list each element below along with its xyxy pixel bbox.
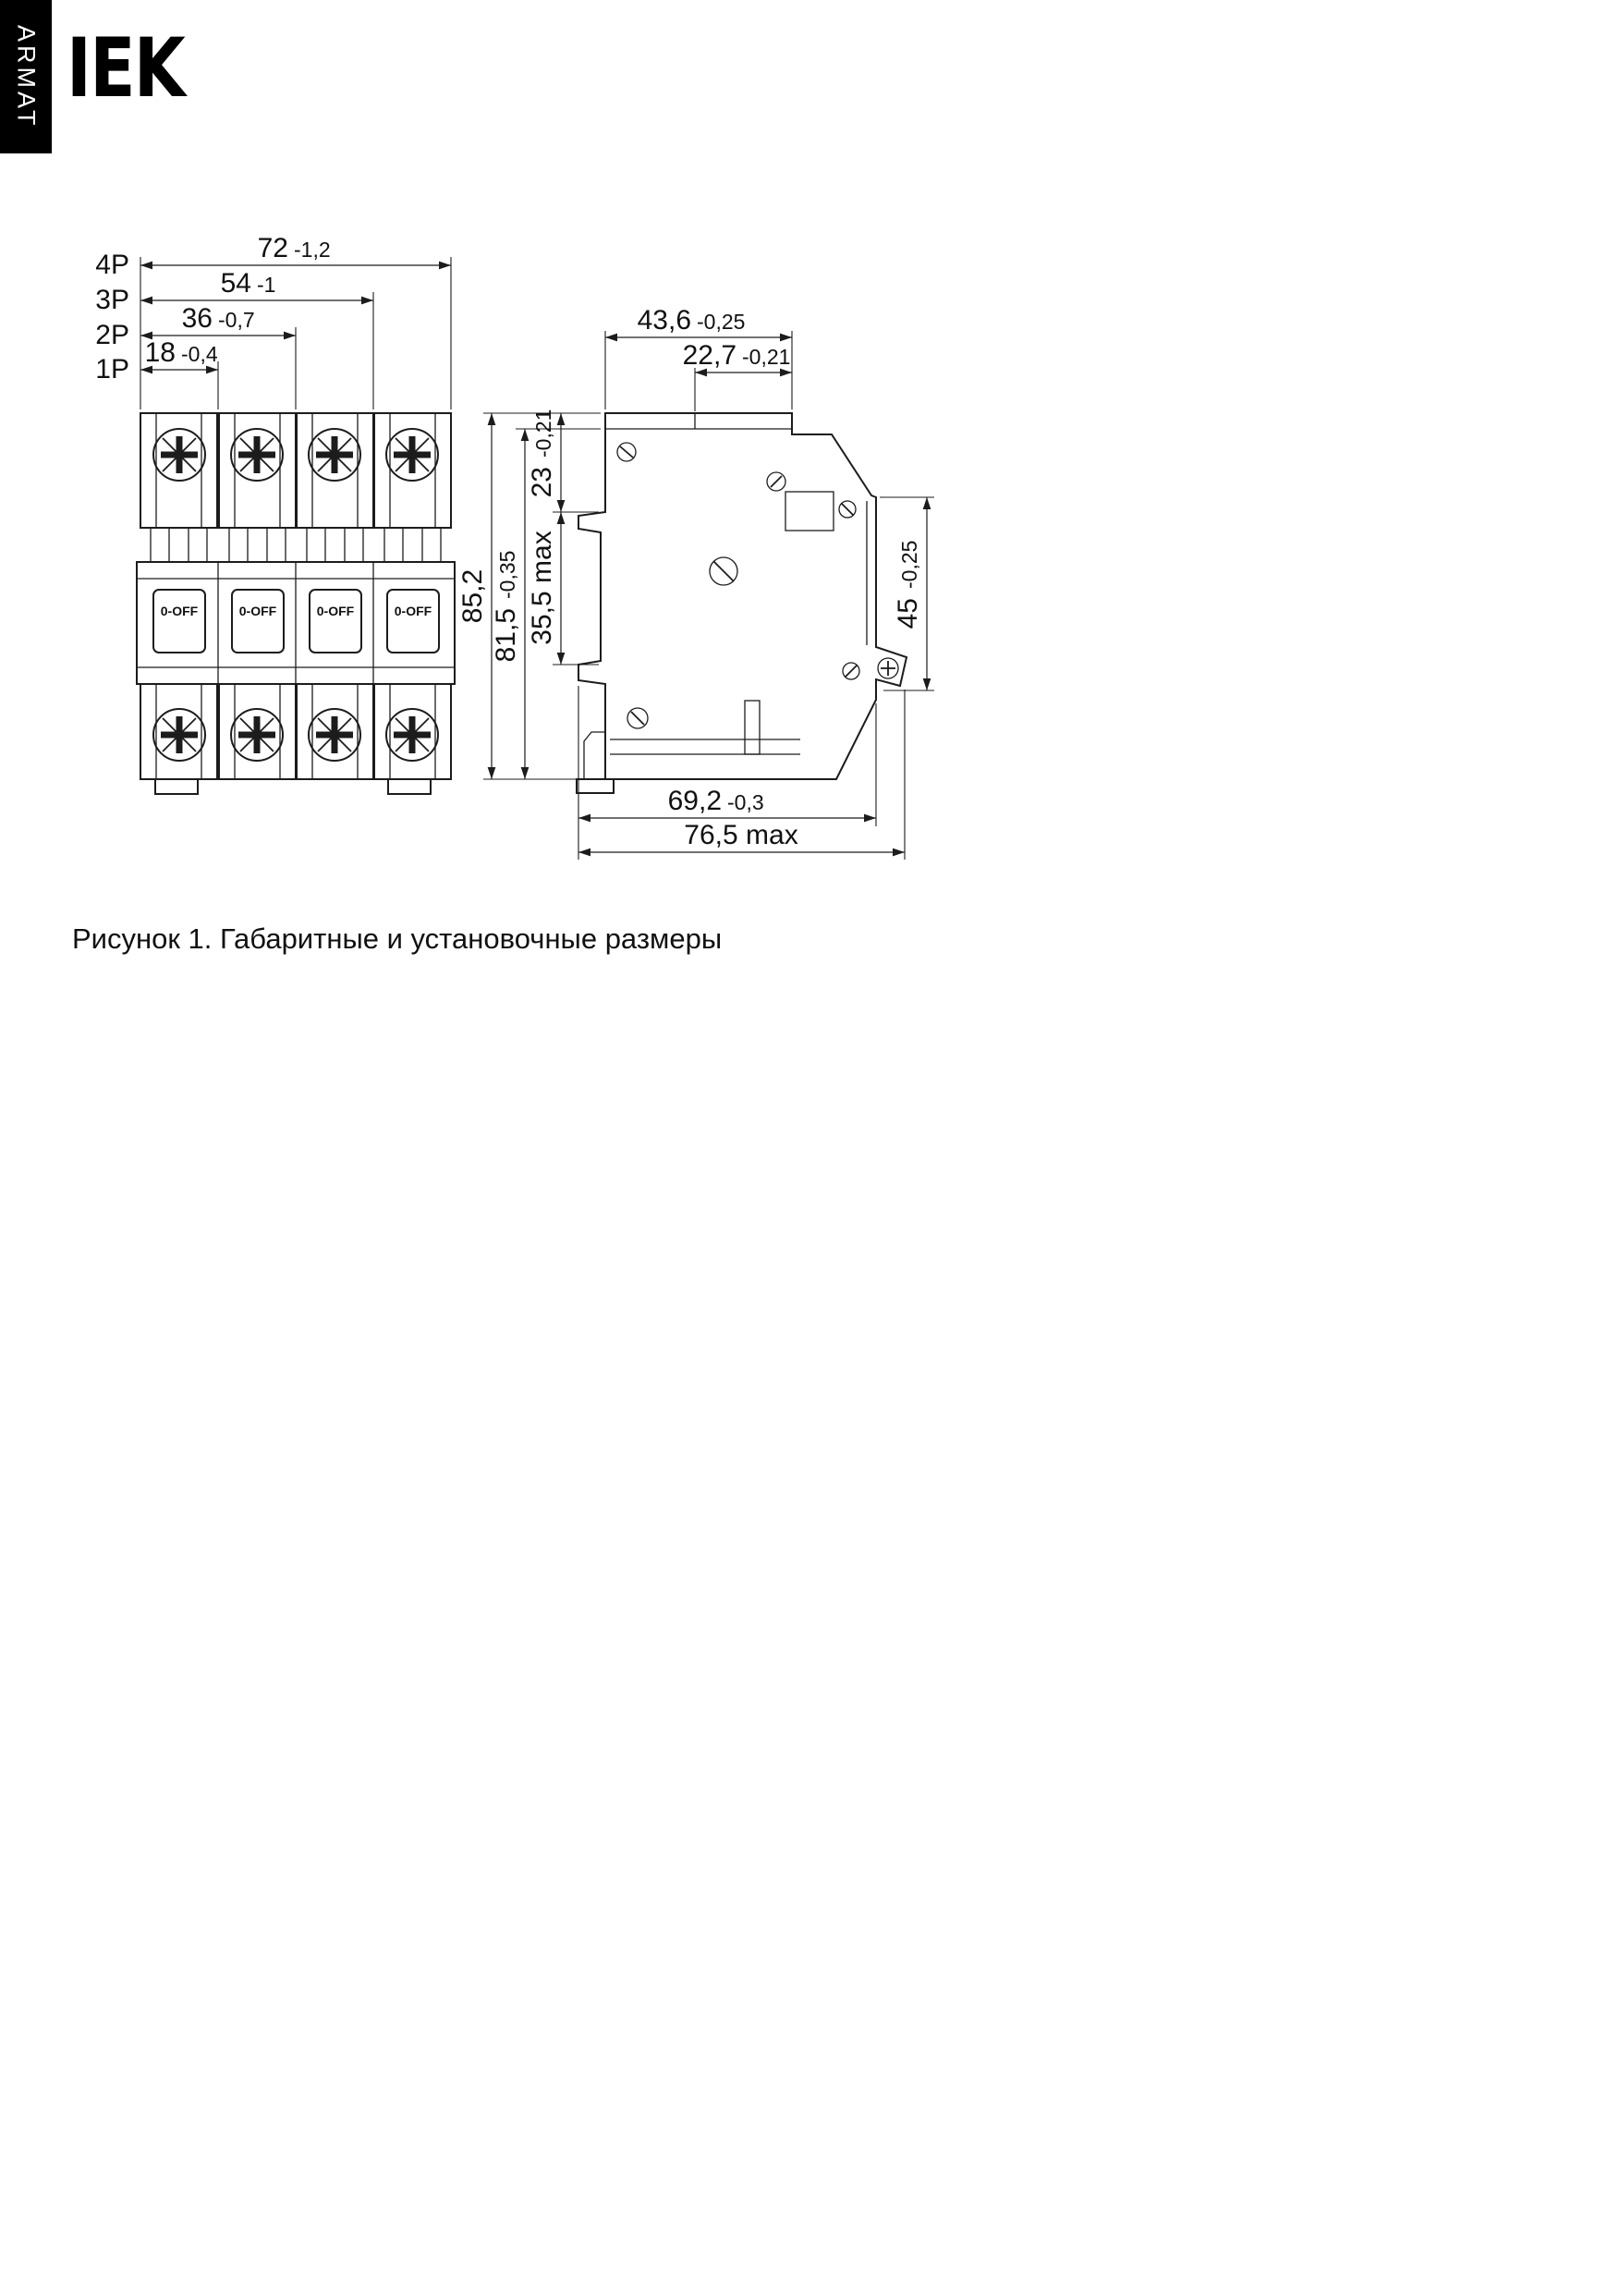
- dim-mounting-depth-tol: -0,3: [727, 790, 764, 814]
- pole-label-2p: 2P: [95, 320, 129, 350]
- pole-label-4p: 4P: [95, 250, 129, 280]
- dim-2p-tol: -0,7: [218, 308, 255, 332]
- pole-label-1p: 1P: [95, 354, 129, 385]
- toggle-label: 0-OFF: [161, 604, 199, 618]
- screw-terminal-icon: [309, 709, 360, 761]
- screw-terminal-icon: [386, 709, 438, 761]
- dim-rail-offset-value: 22,7: [683, 340, 736, 371]
- latch-screw-icon: [877, 657, 899, 679]
- dim-1p-tol: -0,4: [181, 342, 218, 366]
- svg-text:85,2: 85,2: [457, 569, 488, 623]
- dim-3p-value: 54: [221, 268, 251, 299]
- svg-text:-0,35: -0,35: [495, 551, 519, 599]
- din-clip: [583, 731, 605, 779]
- toggle-label: 0-OFF: [239, 604, 277, 618]
- dim-1p-value: 18: [145, 337, 176, 368]
- dim-4p-tol: -1,2: [294, 238, 331, 262]
- dim-3p-tol: -1: [257, 273, 275, 297]
- side-body-outline: [578, 412, 908, 780]
- dim-front-face-height: 45 -0,25: [893, 541, 923, 629]
- series-label: ARMAT: [12, 24, 41, 129]
- toggle-handle-2: 0-OFF: [231, 589, 285, 653]
- toggle-handle-1: 0-OFF: [152, 589, 206, 653]
- dim-2p-value: 36: [182, 303, 213, 334]
- dim-upper-height: 23 -0,21: [527, 409, 557, 498]
- toggle-label: 0-OFF: [317, 604, 355, 618]
- dim-body-height: 81,5 -0,35: [491, 551, 521, 663]
- svg-text:-0,25: -0,25: [897, 541, 921, 589]
- side-dimensions: 43,6 -0,25 22,7 -0,21 23 -0,21 35,5 max …: [457, 305, 934, 860]
- din-foot-left: [154, 778, 199, 795]
- dim-overall-height: 85,2: [457, 569, 488, 623]
- svg-text:45: 45: [893, 598, 923, 629]
- toggle-handle-3: 0-OFF: [309, 589, 362, 653]
- front-pole-4: [373, 412, 452, 780]
- technical-drawing: 0-OFF 0-OFF 0-OFF 0-OFF: [95, 233, 934, 860]
- dim-overall-depth-value: 76,5 max: [684, 820, 797, 850]
- dim-recess-height: 35,5 max: [527, 531, 557, 644]
- front-midband: [136, 561, 456, 685]
- screw-terminal-icon: [309, 429, 360, 481]
- iek-logo: IEK: [67, 20, 186, 116]
- side-view: 43,6 -0,25 22,7 -0,21 23 -0,21 35,5 max …: [457, 305, 934, 860]
- series-side-tab: ARMAT: [0, 0, 52, 153]
- figure-caption: Рисунок 1. Габаритные и установочные раз…: [72, 922, 723, 955]
- dim-mounting-depth-value: 69,2: [668, 786, 722, 816]
- dim-4p-value: 72: [258, 233, 288, 263]
- din-clip-foot: [576, 778, 615, 794]
- dim-rail-offset-tol: -0,21: [742, 345, 790, 369]
- toggle-label: 0-OFF: [395, 604, 432, 618]
- side-internal-details: [576, 413, 899, 794]
- svg-text:81,5: 81,5: [491, 608, 521, 662]
- svg-text:23: 23: [527, 467, 557, 497]
- front-dimensions: 4P 72 -1,2 3P 54 -1 2P 36 -0,7 1P 18 -0,…: [95, 233, 452, 409]
- screw-terminal-icon: [386, 429, 438, 481]
- front-view: 0-OFF 0-OFF 0-OFF 0-OFF: [95, 233, 456, 795]
- screw-terminal-icon: [153, 709, 205, 761]
- pole-label-3p: 3P: [95, 285, 129, 315]
- screw-terminal-icon: [153, 429, 205, 481]
- svg-text:35,5 max: 35,5 max: [527, 531, 557, 644]
- toggle-handle-4: 0-OFF: [386, 589, 440, 653]
- svg-text:-0,21: -0,21: [531, 409, 555, 458]
- screw-terminal-icon: [231, 429, 283, 481]
- dim-top-width-value: 43,6: [638, 305, 691, 336]
- dim-top-width-tol: -0,25: [697, 310, 745, 334]
- screw-terminal-icon: [231, 709, 283, 761]
- din-foot-right: [387, 778, 432, 795]
